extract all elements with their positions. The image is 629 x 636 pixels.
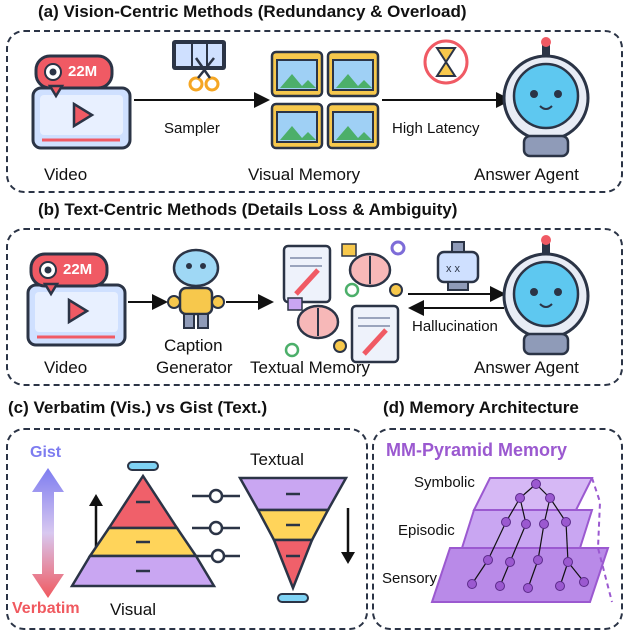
level-symbolic: Symbolic (414, 474, 475, 491)
section-a-panel (6, 30, 623, 193)
latency-label: High Latency (392, 120, 480, 137)
level-sensory: Sensory (382, 570, 438, 587)
section-c-panel (6, 428, 368, 630)
visual-label: Visual (110, 600, 156, 619)
caption-robot-icon (167, 248, 225, 329)
broken-robot-icon: x x (436, 241, 480, 291)
video-icon (31, 54, 132, 150)
textual-label: Textual (250, 450, 304, 469)
badge-a: 22M (68, 63, 98, 80)
section-c-title: (c) Verbatim (Vis.) vs Gist (Text.) (8, 398, 268, 417)
pyramid-title: MM-Pyramid Memory (386, 440, 568, 460)
gist-verbatim-arrow (32, 468, 64, 598)
hourglass-icon (423, 39, 469, 85)
caption-line2: Generator (156, 358, 233, 377)
mm-pyramid-graphic (430, 477, 613, 603)
section-a-title: (a) Vision-Centric Methods (Redundancy &… (38, 2, 467, 21)
video-label-a: Video (44, 165, 88, 184)
textual-pyramid (237, 476, 349, 603)
visual-pyramid (69, 461, 217, 588)
caption-line1: Caption (164, 336, 223, 355)
gist-label: Gist (30, 444, 62, 461)
sampler-label: Sampler (164, 120, 220, 137)
agent-label-a: Answer Agent (474, 165, 579, 184)
video-label-b: Video (44, 358, 88, 377)
textual-memory-label: Textual Memory (250, 358, 370, 377)
badge-b: 22M (63, 261, 93, 278)
down-arrow-icon (341, 508, 355, 564)
svg-text:x x: x x (446, 263, 461, 275)
section-b-panel (6, 228, 623, 386)
level-episodic: Episodic (398, 522, 455, 539)
robot-agent-icon-b (502, 235, 590, 356)
verbatim-label: Verbatim (12, 600, 80, 617)
textual-memory-icon (282, 240, 406, 364)
hallucination-label: Hallucination (412, 318, 498, 335)
agent-label-b: Answer Agent (474, 358, 579, 377)
visual-memory-icon (270, 50, 380, 150)
video-icon-b (26, 252, 127, 347)
section-d-panel (372, 428, 623, 630)
robot-agent-icon (502, 37, 590, 158)
pyramid-connectors (192, 488, 240, 564)
visual-memory-label: Visual Memory (248, 165, 361, 184)
film-scissors-icon (172, 40, 226, 92)
section-b-title: (b) Text-Centric Methods (Details Loss &… (38, 200, 458, 219)
section-d-title: (d) Memory Architecture (383, 398, 579, 417)
